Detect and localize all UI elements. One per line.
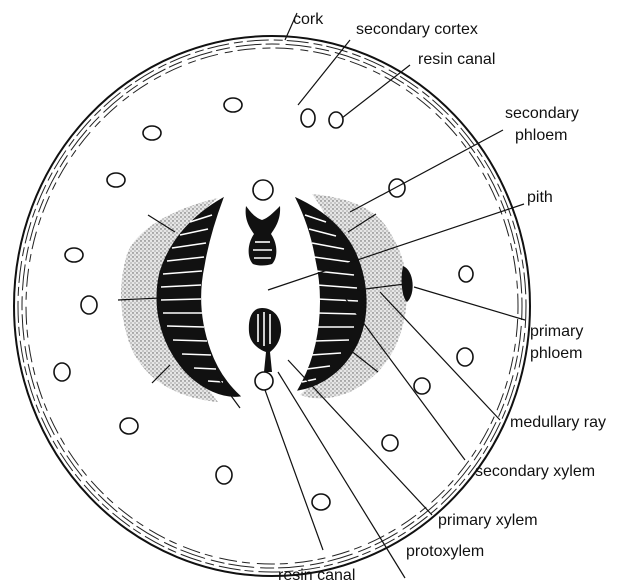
label-secondary-cortex: secondary cortex — [356, 21, 478, 38]
label-resin-canal-bottom: resin canal — [278, 567, 355, 584]
resin-canal — [107, 173, 125, 187]
resin-canal — [329, 112, 343, 128]
label-primary-phloem-2: phloem — [530, 345, 582, 362]
resin-canal — [143, 126, 161, 140]
resin-canal — [65, 248, 83, 262]
resin-canal — [459, 266, 473, 282]
resin-canal — [224, 98, 242, 112]
label-protoxylem: protoxylem — [406, 543, 484, 560]
label-secondary-xylem: secondary xylem — [475, 463, 595, 480]
label-secondary-phloem-1: secondary — [505, 105, 579, 122]
resin-canal — [389, 179, 405, 197]
resin-canal — [216, 466, 232, 484]
resin-canal — [120, 418, 138, 434]
resin-canal — [253, 180, 273, 200]
label-pith: pith — [527, 189, 553, 206]
label-primary-phloem-1: primary — [530, 323, 583, 340]
resin-canal — [255, 372, 273, 390]
label-primary-xylem: primary xylem — [438, 512, 538, 529]
resin-canal — [382, 435, 398, 451]
label-medullary-ray: medullary ray — [510, 414, 606, 431]
resin-canal — [312, 494, 330, 510]
label-cork: cork — [293, 11, 324, 28]
resin-canal — [414, 378, 430, 394]
label-resin-canal-top: resin canal — [418, 51, 495, 68]
resin-canal — [81, 296, 97, 314]
label-secondary-phloem-2: phloem — [515, 127, 567, 144]
resin-canal — [54, 363, 70, 381]
resin-canal — [457, 348, 473, 366]
resin-canal — [301, 109, 315, 127]
